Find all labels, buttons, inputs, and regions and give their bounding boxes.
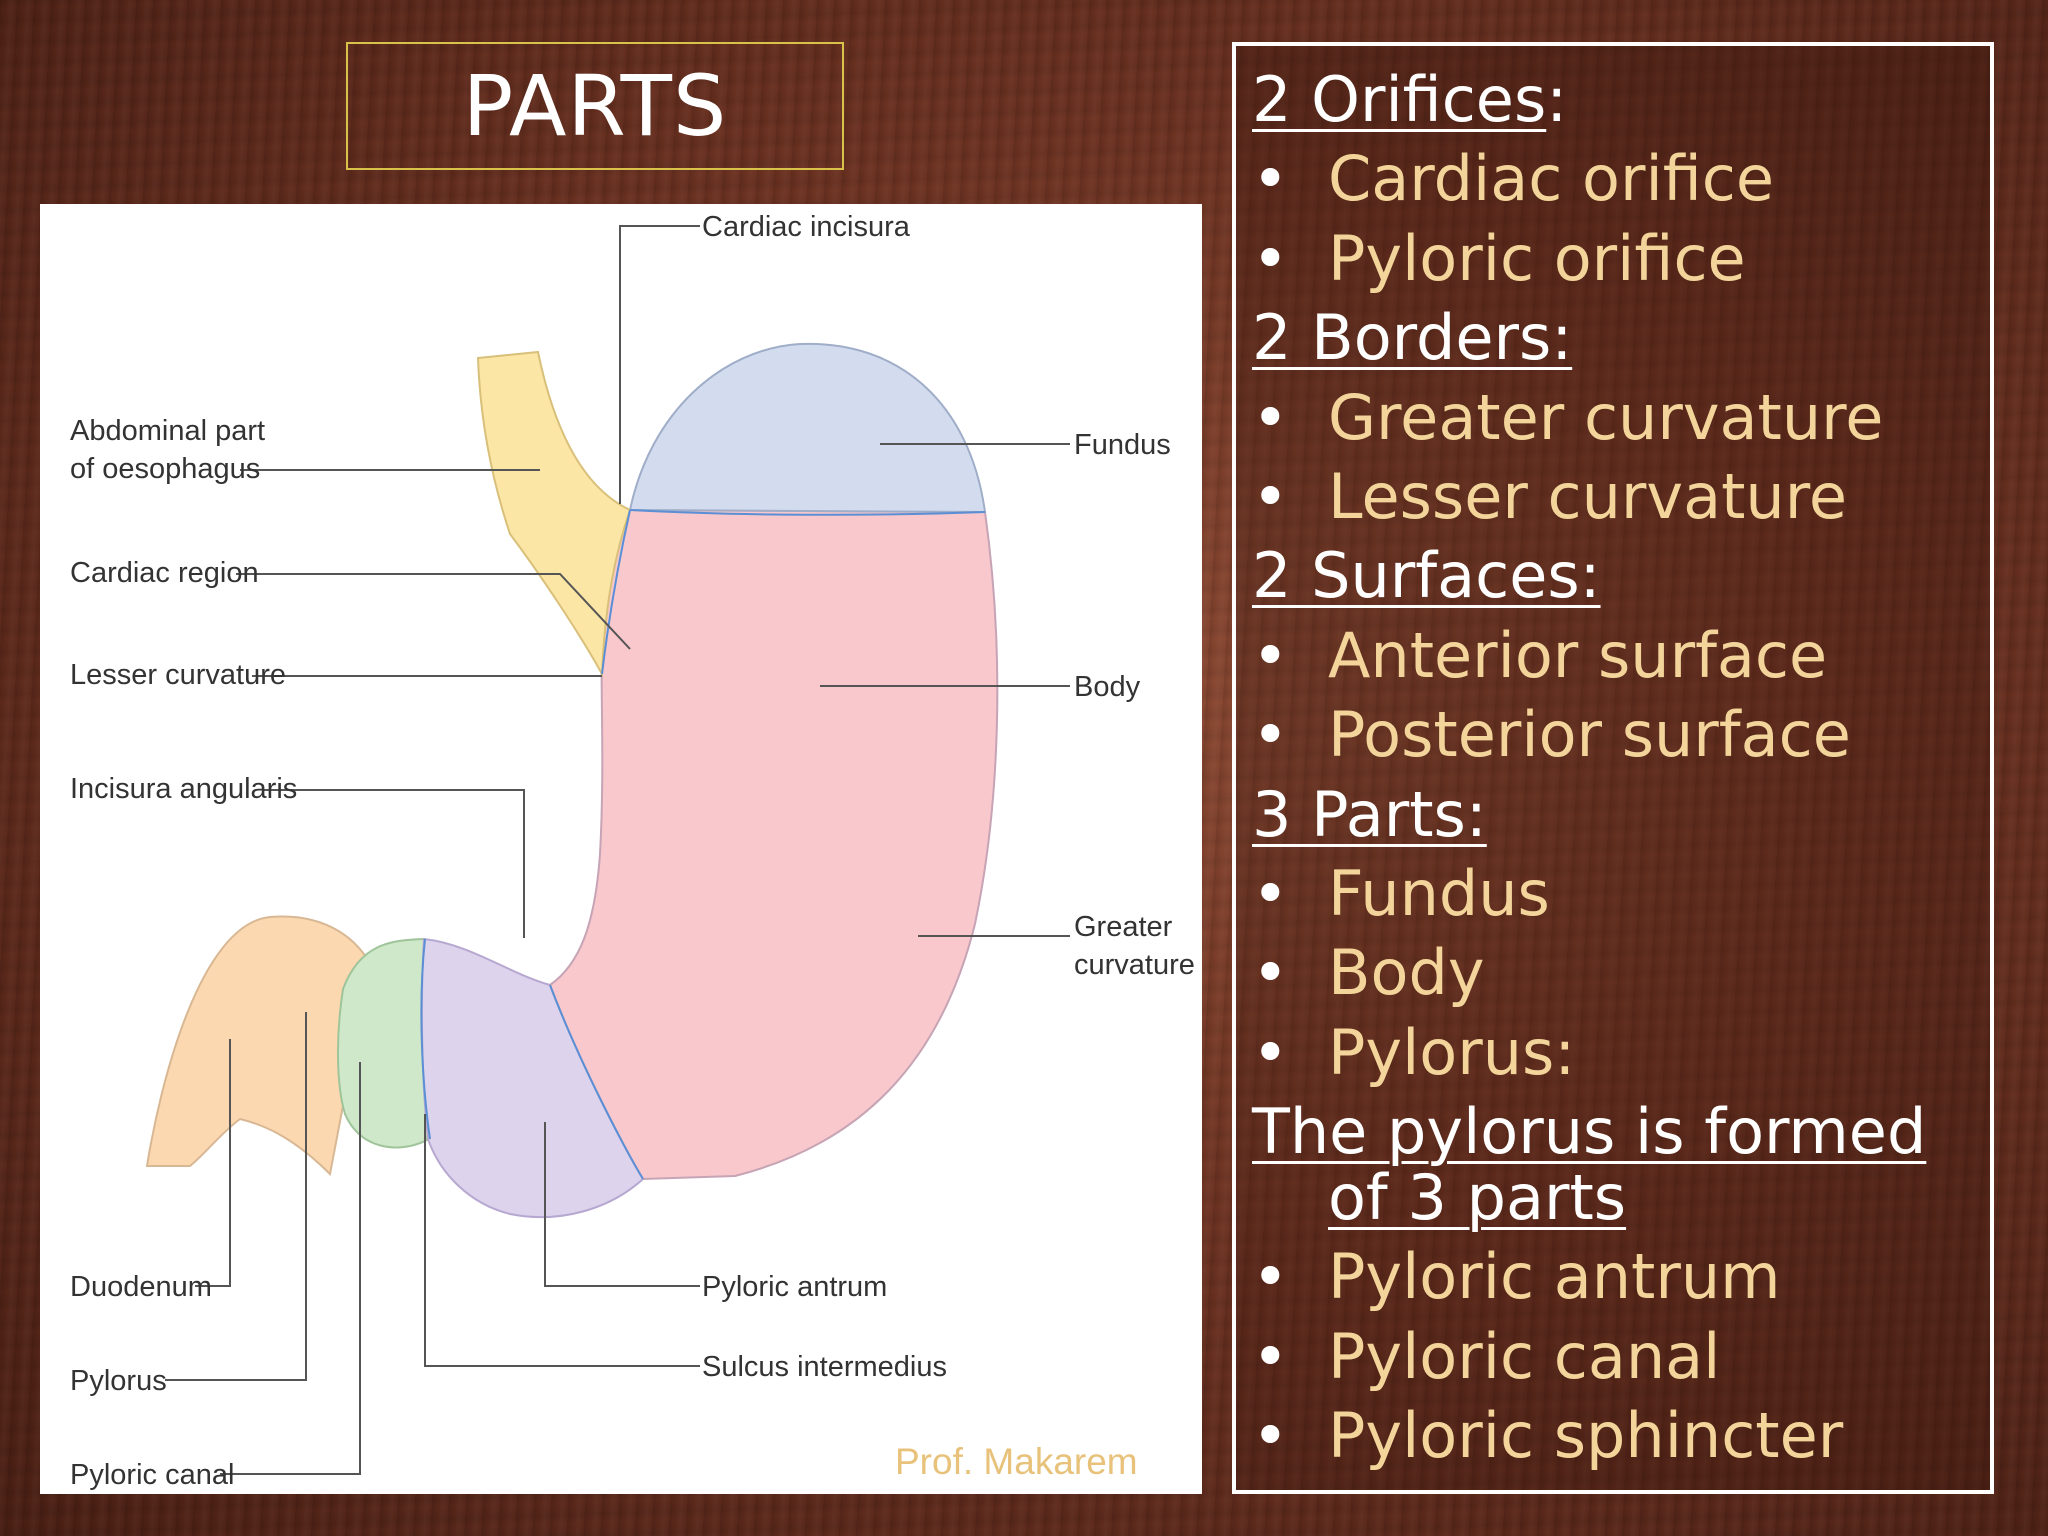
label-lesser-curvature: Lesser curvature [70,659,286,691]
orifice-item: Pyloric orifice [1328,221,1746,295]
parts-heading: 3 Parts: [1252,777,1487,851]
orifices-heading-line: 2 Orifices: [1252,60,1990,139]
list-item: • Pyloric orifice [1252,219,1990,298]
label-pylorus: Pylorus [70,1365,167,1397]
body-shape [548,508,999,1181]
slide-title-box: PARTS [346,42,844,170]
label-body: Body [1074,671,1141,703]
parts-heading-line: 3 Parts: [1252,775,1990,854]
slide-title: PARTS [462,57,728,155]
bullet-icon: • [1252,1015,1289,1089]
label-abdominal-part-2: of oesophagus [70,453,260,485]
label-greater-curvature-2: curvature [1074,949,1195,981]
bullet-icon: • [1252,1319,1289,1393]
part-item: Body [1328,936,1485,1010]
bullet-icon: • [1252,1240,1289,1314]
surface-item: Posterior surface [1328,698,1851,772]
bullet-icon: • [1252,142,1289,216]
pylorus-note-2: of 3 parts [1328,1160,1627,1234]
label-fundus: Fundus [1074,429,1171,461]
bullet-icon: • [1252,380,1289,454]
leader-cardiac-incisura [619,225,700,504]
list-item: • Lesser curvature [1252,457,1990,536]
list-item: • Fundus [1252,854,1990,933]
cardiac-boundary [601,509,631,675]
leader-pyloric-canal [220,1062,361,1475]
pylorus-note-line-2: of 3 parts [1252,1158,1990,1237]
fundus-shape [628,342,987,514]
label-sulcus-intermedius: Sulcus intermedius [702,1351,947,1383]
figure-credit: Prof. Makarem [895,1441,1138,1482]
bullet-icon: • [1252,698,1289,772]
list-item: • Body [1252,933,1990,1012]
list-item: • Cardiac orifice [1252,139,1990,218]
surfaces-heading: 2 Surfaces: [1252,539,1601,613]
orifice-item: Cardiac orifice [1328,142,1774,216]
bullet-icon: • [1252,618,1289,692]
list-item: • Pylorus: [1252,1013,1990,1092]
part-item: Fundus [1328,857,1550,931]
sulcus-boundary [549,984,644,1180]
leader-cardiac-region [236,573,631,650]
pylorus-boundary [420,938,431,1140]
bullet-icon: • [1252,936,1289,1010]
border-item: Lesser curvature [1328,460,1847,534]
summary-panel: 2 Orifices: • Cardiac orifice • Pyloric or… [1232,42,1994,1494]
list-item: • Pyloric antrum [1252,1237,1990,1316]
duodenum-shape [145,915,372,1177]
leader-incisura-angularis [264,789,525,938]
list-item: • Greater curvature [1252,378,1990,457]
pylorus-note-1: The pylorus is formed [1252,1095,1927,1169]
fundus-body-boundary [629,509,986,516]
pylorus-part-item: Pyloric antrum [1328,1240,1781,1314]
list-item: • Pyloric sphincter [1252,1396,1990,1475]
list-item: • Anterior surface [1252,616,1990,695]
bullet-icon: • [1252,1398,1289,1472]
pylorus-note-line-1: The pylorus is formed [1252,1092,1990,1171]
leader-sulcus-intermedius [424,1114,700,1367]
part-item: Pylorus: [1328,1015,1576,1089]
label-abdominal-part-1: Abdominal part [70,415,265,447]
border-item: Greater curvature [1328,380,1884,454]
bullet-icon: • [1252,221,1289,295]
borders-heading: 2 Borders: [1252,301,1573,375]
surface-item: Anterior surface [1328,618,1828,692]
leader-pyloric-antrum [544,1122,700,1287]
label-duodenum: Duodenum [70,1271,212,1303]
leader-duodenum [195,1039,231,1287]
label-pyloric-canal: Pyloric canal [70,1459,234,1491]
orifices-heading: 2 Orifices [1252,63,1547,136]
label-greater-curvature-1: Greater [1074,911,1173,943]
surfaces-heading-line: 2 Surfaces: [1252,536,1990,615]
bullet-icon: • [1252,460,1289,534]
label-cardiac-region: Cardiac region [70,557,259,589]
pylorus-part-item: Pyloric canal [1328,1319,1721,1393]
borders-heading-line: 2 Borders: [1252,298,1990,377]
label-incisura-angularis: Incisura angularis [70,773,297,805]
leader-lines [165,225,1070,1475]
list-item: • Pyloric canal [1252,1317,1990,1396]
pylorus-part-item: Pyloric sphincter [1328,1398,1844,1472]
bullet-icon: • [1252,857,1289,931]
leader-pylorus [165,1012,307,1381]
label-pyloric-antrum: Pyloric antrum [702,1271,887,1303]
list-item: • Posterior surface [1252,695,1990,774]
orifices-heading-colon: : [1546,63,1568,136]
label-cardiac-incisura: Cardiac incisura [702,211,911,243]
pylorus-shape [337,937,432,1149]
stomach-diagram: Cardiac incisura Abdominal part of oesop… [40,204,1202,1494]
stomach-diagram-svg: Cardiac incisura Abdominal part of oesop… [70,211,1195,1491]
